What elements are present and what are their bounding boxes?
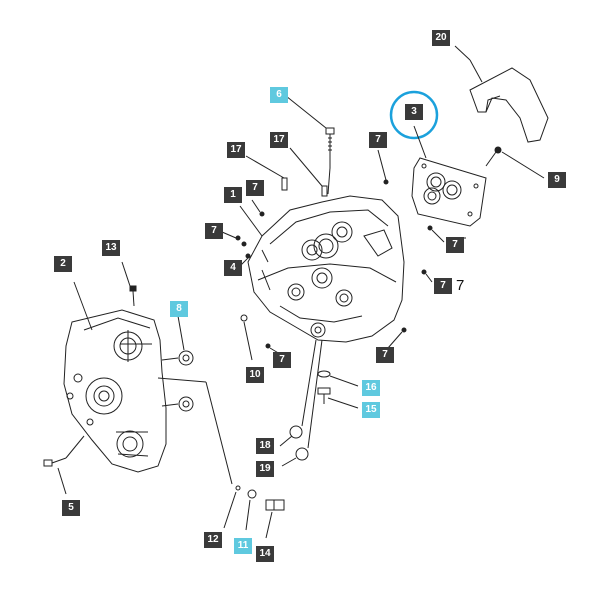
stray-label-7: 7 <box>456 277 465 294</box>
callout-3: 3 <box>405 104 423 120</box>
callout-8: 8 <box>170 301 188 317</box>
callout-6: 6 <box>270 87 288 103</box>
part-1-main-housing <box>239 195 405 343</box>
part-17-pins <box>245 147 328 197</box>
highlight-circle <box>389 90 439 140</box>
callout-11: 11 <box>234 538 252 554</box>
part-9-bolt <box>485 146 545 179</box>
callout-12: 12 <box>204 532 222 548</box>
part-5-bolt <box>43 435 85 495</box>
callout-7a: 7 <box>369 132 387 148</box>
part-16-15-drain-plug <box>317 370 359 409</box>
callout-15: 15 <box>362 402 380 418</box>
callout-7b: 7 <box>246 180 264 196</box>
callout-2: 2 <box>54 256 72 272</box>
part-2-front-cover <box>63 281 167 473</box>
callout-17a: 17 <box>227 142 245 158</box>
callout-16: 16 <box>362 380 380 396</box>
callout-10: 10 <box>246 367 264 383</box>
callout-18: 18 <box>256 438 274 454</box>
part-13-bolt <box>121 261 137 307</box>
part-20-cover <box>454 45 549 143</box>
callout-13: 13 <box>102 240 120 256</box>
callout-7d: 7 <box>446 237 464 253</box>
callout-5: 5 <box>62 500 80 516</box>
part-6-breather <box>285 95 335 195</box>
callout-4: 4 <box>224 260 242 276</box>
part-18-19-orings <box>279 339 323 467</box>
callout-9: 9 <box>548 172 566 188</box>
callout-7g: 7 <box>376 347 394 363</box>
callout-17b: 17 <box>270 132 288 148</box>
part-10-bolt <box>240 314 253 361</box>
callout-14: 14 <box>256 546 274 562</box>
part-8-seals <box>161 315 194 412</box>
callout-19: 19 <box>256 461 274 477</box>
part-12-11-14-shaft-end <box>157 377 285 539</box>
callout-7f: 7 <box>273 352 291 368</box>
callout-20: 20 <box>432 30 450 46</box>
callout-7c: 7 <box>205 223 223 239</box>
callout-1: 1 <box>224 187 242 203</box>
callout-7e: 7 <box>434 278 452 294</box>
part-3-side-plate <box>411 125 487 227</box>
